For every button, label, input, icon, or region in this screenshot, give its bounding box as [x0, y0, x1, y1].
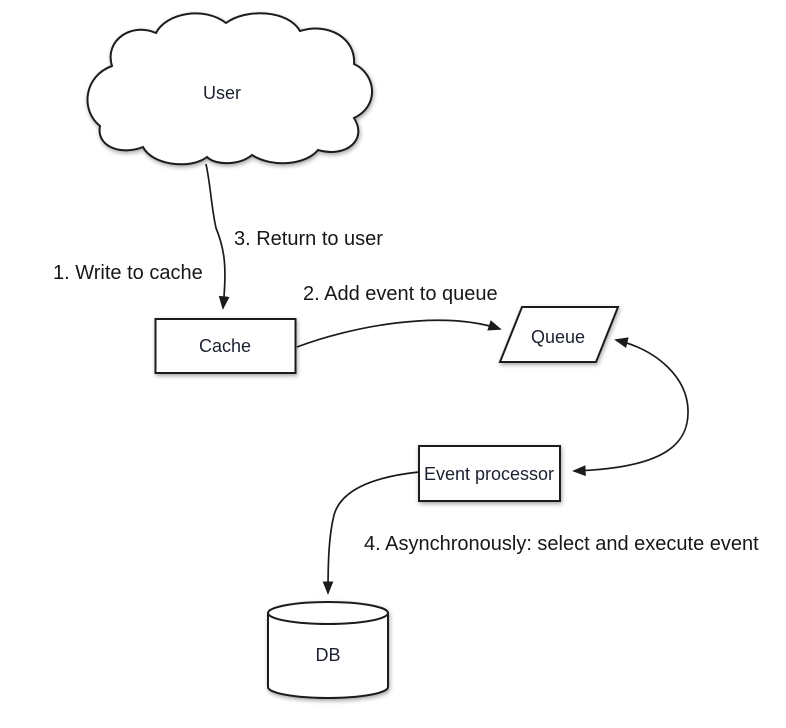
db-cylinder-shape: [267, 601, 389, 699]
node-labels: User Cache Queue Event processor DB: [199, 83, 585, 665]
event-processor-box-shape: [418, 445, 561, 502]
queue-node-label: Queue: [531, 327, 585, 347]
edge-event-processor-to-db: [322, 471, 420, 595]
step3-return-to-user-label: 3. Return to user: [234, 228, 383, 250]
user-node-label: User: [203, 83, 241, 103]
step4-asynchronously-label: 4. Asynchronously: select and execute ev…: [364, 533, 759, 555]
edge-cache-to-queue: [296, 319, 502, 348]
step2-add-event-to-queue-label: 2. Add event to queue: [303, 283, 498, 305]
edges: [205, 163, 689, 595]
edge-queue-event-processor-bidirectional: [572, 337, 689, 477]
edge-labels: 1. Write to cache 2. Add event to queue …: [53, 228, 759, 555]
cache-box-shape: [154, 318, 297, 374]
step1-write-to-cache-label: 1. Write to cache: [53, 262, 203, 284]
cache-node-label: Cache: [199, 336, 251, 356]
db-node-label: DB: [315, 645, 340, 665]
edge-user-to-cache: [205, 163, 230, 310]
user-cloud-shape: [86, 12, 373, 166]
event-processor-node-label: Event processor: [424, 464, 554, 484]
node-shapes: [86, 12, 620, 699]
